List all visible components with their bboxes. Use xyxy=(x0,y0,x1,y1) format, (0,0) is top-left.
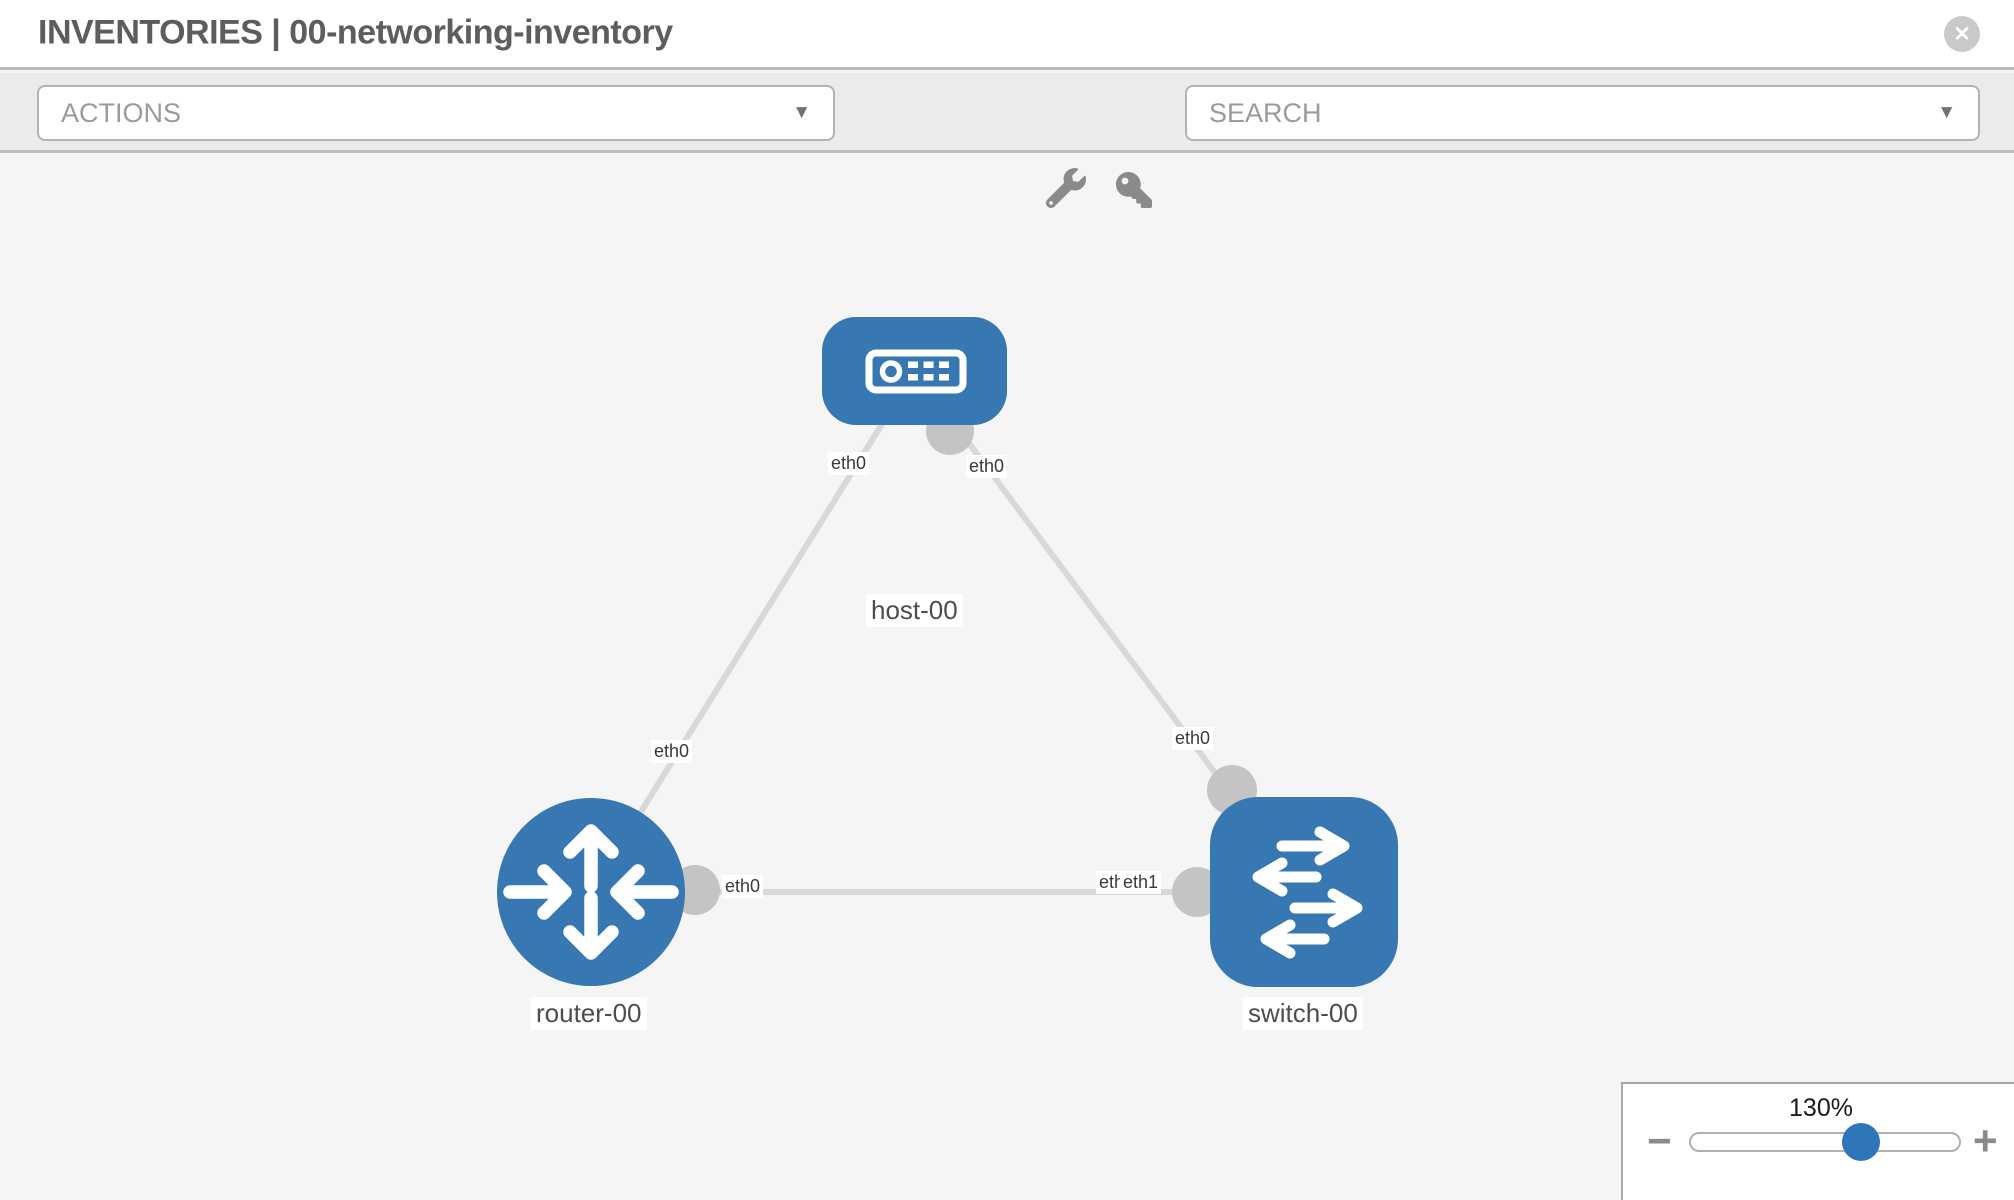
node-switch[interactable] xyxy=(1210,797,1398,987)
iface-label-switch-eth1: eth1 xyxy=(1120,871,1162,894)
actions-dropdown-label: ACTIONS xyxy=(61,97,182,128)
zoom-in-button[interactable]: + xyxy=(1973,1117,1998,1164)
zoom-level-value: 130% xyxy=(1789,1094,1853,1122)
node-label-host: host-00 xyxy=(866,594,963,627)
search-dropdown-label: SEARCH xyxy=(1209,97,1322,128)
router-icon xyxy=(503,824,679,960)
host-icon xyxy=(865,349,967,394)
zoom-control-panel: 130% − + xyxy=(1621,1082,2014,1200)
close-button[interactable]: ✕ xyxy=(1944,16,1980,52)
iface-label-router-link-eth0: eth0 xyxy=(651,740,693,763)
toolbar: ACTIONS ▼ SEARCH ▼ xyxy=(0,73,2014,208)
port-switch-eth1[interactable] xyxy=(1172,867,1222,917)
interface-ports xyxy=(670,407,1257,917)
actions-dropdown[interactable]: ACTIONS ▼ xyxy=(37,85,835,141)
node-label-switch: switch-00 xyxy=(1243,997,1363,1030)
iface-label-switch-eth0: eth0 xyxy=(1172,727,1214,750)
node-label-router: router-00 xyxy=(531,997,647,1030)
wrench-icon[interactable] xyxy=(1046,168,1086,208)
search-dropdown[interactable]: SEARCH ▼ xyxy=(1185,85,1980,141)
zoom-out-button[interactable]: − xyxy=(1647,1117,1672,1164)
page-title: INVENTORIES | 00-networking-inventory xyxy=(38,13,673,52)
topology-canvas[interactable]: eth0 eth0 eth0 eth0 eth0 eth0 eth1 host-… xyxy=(0,156,2014,1200)
key-icon[interactable] xyxy=(1116,172,1152,208)
zoom-slider[interactable] xyxy=(1689,1123,1961,1161)
close-icon: ✕ xyxy=(1953,22,1971,46)
zoom-slider-thumb[interactable] xyxy=(1842,1123,1880,1161)
switch-icon xyxy=(1252,826,1363,959)
node-router[interactable] xyxy=(497,798,685,986)
chevron-down-icon: ▼ xyxy=(792,102,811,123)
iface-label-host-eth0-left: eth0 xyxy=(828,452,870,475)
window-header: INVENTORIES | 00-networking-inventory ✕ xyxy=(0,0,2014,70)
iface-label-host-eth0-right: eth0 xyxy=(966,455,1008,478)
node-host[interactable] xyxy=(822,317,1007,425)
chevron-down-icon: ▼ xyxy=(1937,102,1956,123)
iface-label-router-eth0: eth0 xyxy=(722,875,764,898)
